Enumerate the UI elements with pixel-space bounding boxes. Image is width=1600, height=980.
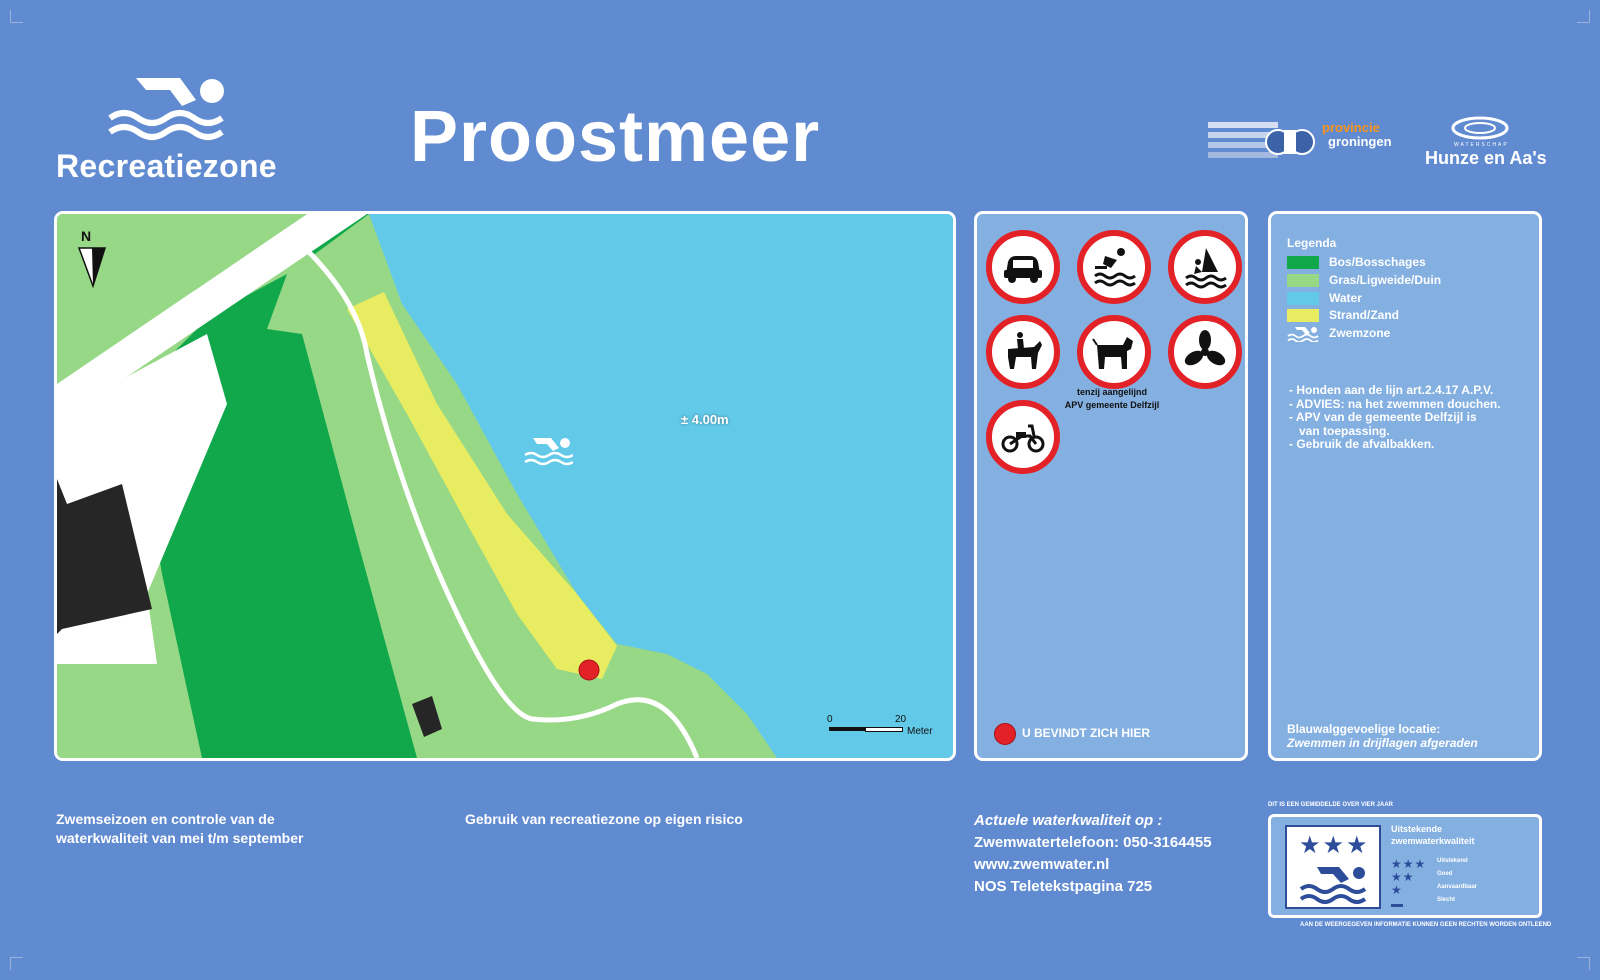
award-scale-uitstekend: Uitstekend — [1437, 858, 1468, 864]
legend-label-grass: Gras/Ligweide/Duin — [1329, 273, 1442, 287]
award-stars: ★★★ — [1299, 832, 1370, 859]
dog-note-line2: APV gemeente Delfzijl — [1064, 400, 1160, 410]
scale-unit: Meter — [907, 726, 933, 737]
award-disclaimer: AAN DE WEERGEGEVEN INFORMATIE KUNNEN GEE… — [1300, 922, 1552, 928]
legend-swatch-grass — [1287, 274, 1319, 287]
map-panel: N ± 4.00m 0 20 Meter — [54, 211, 956, 761]
map-canvas — [57, 214, 953, 758]
award-badge: ★★★ — [1285, 825, 1381, 909]
legend-label-sand: Strand/Zand — [1329, 308, 1400, 322]
map-grass-corner-bottom — [57, 664, 202, 758]
crop-mark-bottom-right — [1577, 957, 1590, 970]
dog-sign-note: tenzij aangelijnd APV gemeente Delfzijl — [1057, 386, 1167, 412]
prohibition-signs-panel: tenzij aangelijnd APV gemeente Delfzijl … — [974, 211, 1248, 761]
bluealgae-line1: Blauwalggevoelige locatie: — [1287, 722, 1441, 736]
legend-swatch-water — [1287, 292, 1319, 305]
season-info: Zwemseizoen en controle van de waterkwal… — [56, 810, 303, 848]
award-rating-line2: zwemwaterkwaliteit — [1391, 836, 1475, 846]
legend-label-water: Water — [1329, 291, 1362, 305]
swim-zone-icon — [523, 436, 574, 471]
north-arrow-icon: N — [77, 228, 107, 293]
map-you-are-here-marker — [578, 659, 600, 681]
dog-note-line1: tenzij aangelijnd — [1076, 387, 1147, 397]
legend-label-forest: Bos/Bosschages — [1329, 255, 1426, 269]
award-rating-line1: Uitstekende — [1391, 824, 1443, 834]
hunze-en-aas-text: Hunze en Aa's — [1425, 148, 1547, 168]
map-footpath — [290, 234, 700, 758]
award-header: DIT IS EEN GEMIDDELDE OVER VIER JAAR — [1268, 802, 1394, 808]
legend-title: Legenda — [1287, 236, 1337, 250]
you-are-here-label: U BEVINDT ZICH HIER — [1022, 726, 1151, 740]
map-grass-corner — [57, 214, 307, 374]
swimmer-icon — [1287, 327, 1319, 342]
award-scale-goed: Goed — [1437, 871, 1453, 877]
quality-website[interactable]: www.zwemwater.nl — [974, 856, 1110, 873]
award-scale-slecht: Slecht — [1437, 897, 1456, 903]
legend-swatch-forest — [1287, 256, 1319, 269]
no-diving-icon — [1077, 230, 1151, 304]
legend-swatch-sand — [1287, 309, 1319, 322]
crop-mark-top-right — [1577, 10, 1590, 23]
legend-label-swimzone: Zwemzone — [1329, 326, 1391, 340]
scale-bar: 0 20 Meter — [827, 714, 947, 742]
no-horses-icon — [986, 315, 1060, 389]
season-line2: waterkwaliteit van mei t/m september — [56, 830, 304, 846]
award-rating: Uitstekende zwemwaterkwaliteit — [1391, 823, 1475, 847]
groningen-text: groningen — [1328, 134, 1392, 149]
no-cars-icon — [986, 230, 1060, 304]
water-quality-info: Actuele waterkwaliteit op : Zwemwatertel… — [974, 810, 1212, 898]
no-dogs-icon — [1077, 315, 1151, 389]
bluealgae-line2: Zwemmen in drijflagen afgeraden — [1287, 736, 1478, 750]
provincie-text: provincie — [1322, 120, 1380, 135]
no-surfing-icon — [1168, 230, 1242, 304]
page-title: Proostmeer — [410, 97, 821, 177]
award-scale-aanvaardbaar: Aanvaardbaar — [1437, 884, 1478, 890]
quality-teletext: NOS Teletekstpagina 725 — [974, 878, 1153, 895]
provincie-groningen-logo: provincie groningen — [1208, 118, 1398, 166]
you-are-here-marker-icon — [994, 723, 1016, 745]
no-mopeds-icon — [986, 400, 1060, 474]
season-line1: Zwemseizoen en controle van de — [56, 811, 275, 827]
depth-label: ± 4.00m — [681, 412, 729, 427]
scale-end: 20 — [895, 714, 907, 725]
north-label: N — [81, 228, 92, 244]
bluealgae-warning: Blauwalggevoelige locatie: Zwemmen in dr… — [1287, 722, 1478, 750]
waterschap-logo: WATERSCHAP Hunze en Aa's — [1422, 116, 1547, 168]
risk-notice: Gebruik van recreatiezone op eigen risic… — [465, 811, 743, 827]
rules-notes: - Honden aan de lijn art.2.4.17 A.P.V. -… — [1289, 383, 1501, 451]
no-motorboats-icon — [1168, 315, 1242, 389]
quality-heading: Actuele waterkwaliteit op : — [974, 812, 1163, 829]
map-building-small — [412, 696, 442, 737]
crop-mark-top-left — [10, 10, 23, 23]
legend-panel: Legenda Bos/Bosschages Gras/Ligweide/Dui… — [1268, 211, 1542, 761]
logo-text: Recreatiezone — [56, 148, 277, 184]
crop-mark-bottom-left — [10, 957, 23, 970]
scale-start: 0 — [827, 714, 833, 725]
swimmer-logo-icon — [108, 74, 228, 149]
award-swimmer-icon — [1299, 867, 1367, 904]
quality-phone: Zwemwatertelefoon: 050-3164455 — [974, 834, 1212, 851]
waterschap-text: WATERSCHAP — [1454, 142, 1509, 148]
map-building-large — [57, 479, 152, 634]
award-scale: ★★★Uitstekend ★★Goed ★Aanvaardbaar Slech… — [1391, 855, 1477, 907]
map-sand-beach — [347, 292, 617, 679]
map-road — [57, 214, 367, 424]
water-quality-award: ★★★ Uitstekende zwemwaterkwaliteit ★★★Ui… — [1268, 814, 1542, 918]
